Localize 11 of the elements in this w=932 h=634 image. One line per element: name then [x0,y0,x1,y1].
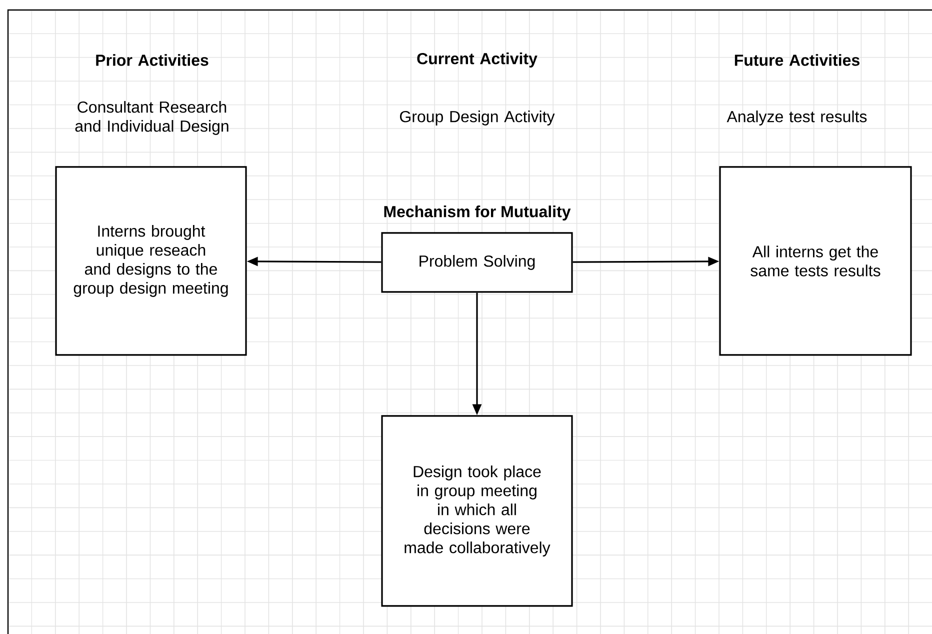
column-subheading: Group Design Activity [400,110,555,126]
box-heading: Mechanism for Mutuality [384,206,571,220]
process-box: All interns get the same tests results [719,166,912,356]
column-heading: Prior Activities [96,54,208,66]
column-heading: Current Activity [417,52,538,68]
process-box: Design took place in group meeting in which all decisions were made collaboratively [381,415,573,607]
column-heading: Future Activities [734,54,860,66]
column-subheading: Consultant Research and Individual Design [75,101,228,135]
process-box: Problem Solving [381,232,573,293]
process-box: Interns brought unique reseach and designs to the group design meeting [55,166,247,356]
column-subheading: Analyze test results [726,110,867,126]
